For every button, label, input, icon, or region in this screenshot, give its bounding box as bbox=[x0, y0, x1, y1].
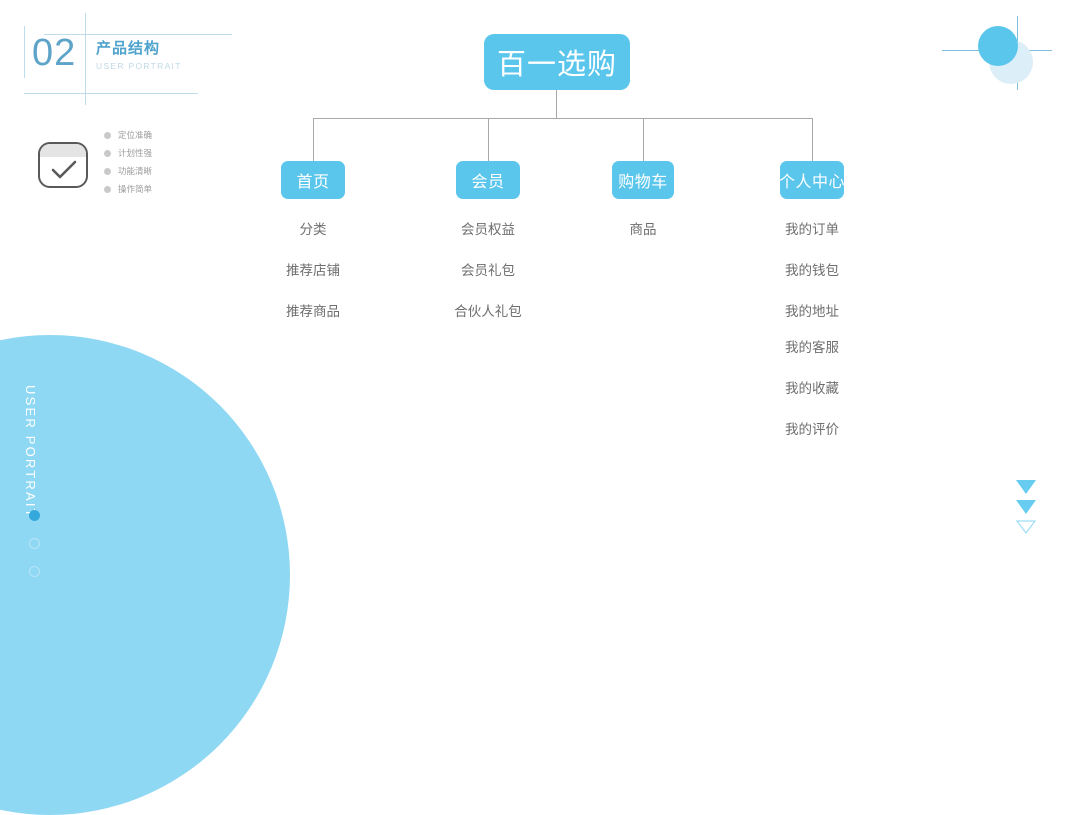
tree-node-root-label: 百一选购 bbox=[496, 49, 617, 81]
header-rule-left bbox=[24, 26, 25, 78]
tree-leaf[interactable]: 我的钱包 bbox=[785, 263, 839, 278]
tree-leaf[interactable]: 会员礼包 bbox=[461, 263, 515, 278]
page-subtitle: USER PORTRAIT bbox=[96, 61, 182, 71]
section-header: 02 产品结构 USER PORTRAIT bbox=[0, 0, 260, 110]
tree-leaf[interactable]: 我的收藏 bbox=[785, 381, 839, 396]
tree-leaf[interactable]: 分类 bbox=[299, 222, 327, 237]
tree-node-label: 会员 bbox=[471, 174, 505, 191]
tree-leaf[interactable]: 我的评价 bbox=[785, 422, 839, 437]
list-item: 功能清晰 bbox=[104, 162, 152, 180]
feature-label: 功能清晰 bbox=[118, 166, 153, 176]
pagination-dot-1[interactable] bbox=[29, 510, 40, 521]
triangle-down-outline-icon bbox=[1016, 520, 1036, 534]
tree-node-member[interactable]: 会员 bbox=[456, 161, 520, 199]
list-item: 计划性强 bbox=[104, 144, 152, 162]
feature-label: 定位准确 bbox=[118, 130, 153, 140]
list-item: 操作简单 bbox=[104, 180, 152, 198]
feature-label: 操作简单 bbox=[118, 184, 153, 194]
leaf-column-profile: 我的订单 我的钱包 我的地址 我的客服 我的收藏 我的评价 bbox=[712, 223, 912, 464]
pagination-dot-3[interactable] bbox=[29, 566, 40, 577]
checkbox-check-icon bbox=[38, 142, 88, 188]
bullet-dot-icon bbox=[104, 149, 111, 157]
side-vertical-label: USER PORTRAIT bbox=[23, 385, 38, 519]
top-right-decoration bbox=[938, 14, 1058, 92]
tree-leaf[interactable]: 我的订单 bbox=[785, 222, 839, 237]
triangle-down-solid-icon bbox=[1016, 480, 1036, 494]
leaf-column-cart: 商品 bbox=[543, 223, 743, 264]
feature-label: 计划性强 bbox=[118, 148, 153, 158]
tree-node-label: 购物车 bbox=[618, 174, 668, 191]
leaf-column-member: 会员权益 会员礼包 合伙人礼包 bbox=[388, 223, 588, 346]
tree-connector-drop bbox=[812, 118, 813, 161]
tree-leaf[interactable]: 商品 bbox=[629, 222, 657, 237]
tree-leaf[interactable]: 推荐商品 bbox=[286, 304, 340, 319]
header-rule-top bbox=[44, 34, 232, 35]
sitemap-tree: 百一选购 首页 会员 购物车 个人中心 分类 推荐店铺 推荐商品 会员权益 会员… bbox=[213, 34, 912, 464]
check-mark-icon bbox=[51, 160, 77, 179]
pagination-dots bbox=[29, 510, 40, 594]
list-item: 定位准确 bbox=[104, 126, 152, 144]
header-rule-mid bbox=[85, 13, 86, 105]
tree-leaf[interactable]: 我的客服 bbox=[785, 340, 839, 355]
tree-node-cart[interactable]: 购物车 bbox=[612, 161, 674, 199]
section-number: 02 bbox=[32, 32, 77, 74]
page-title: 产品结构 bbox=[96, 40, 161, 57]
header-rule-bottom bbox=[24, 93, 198, 94]
leaf-column-home: 分类 推荐店铺 推荐商品 bbox=[213, 223, 413, 346]
blue-circle-icon bbox=[978, 26, 1018, 66]
tree-connector-drop bbox=[313, 118, 314, 161]
bullet-dot-icon bbox=[104, 167, 111, 175]
triangle-down-solid-icon bbox=[1016, 500, 1036, 514]
tree-connector-drop bbox=[488, 118, 489, 161]
tree-node-home[interactable]: 首页 bbox=[281, 161, 345, 199]
feature-list: 定位准确 计划性强 功能清晰 操作简单 bbox=[104, 126, 152, 198]
bullet-dot-icon bbox=[104, 131, 111, 139]
tree-node-root[interactable]: 百一选购 bbox=[484, 34, 630, 90]
tree-connector-stem bbox=[556, 90, 557, 118]
tree-leaf[interactable]: 我的地址 bbox=[785, 304, 839, 319]
triangle-stack-decoration bbox=[1016, 480, 1036, 540]
tree-leaf[interactable]: 合伙人礼包 bbox=[454, 304, 522, 319]
tree-connector-drop bbox=[643, 118, 644, 161]
tree-node-label: 个人中心 bbox=[779, 174, 846, 191]
tree-node-label: 首页 bbox=[296, 174, 330, 191]
tree-connector-bus bbox=[313, 118, 813, 119]
tree-leaf[interactable]: 推荐店铺 bbox=[286, 263, 340, 278]
checkbox-top-band bbox=[40, 144, 86, 157]
pagination-dot-2[interactable] bbox=[29, 538, 40, 549]
tree-leaf[interactable]: 会员权益 bbox=[461, 222, 515, 237]
tree-node-profile[interactable]: 个人中心 bbox=[779, 161, 846, 199]
bullet-dot-icon bbox=[104, 185, 111, 193]
